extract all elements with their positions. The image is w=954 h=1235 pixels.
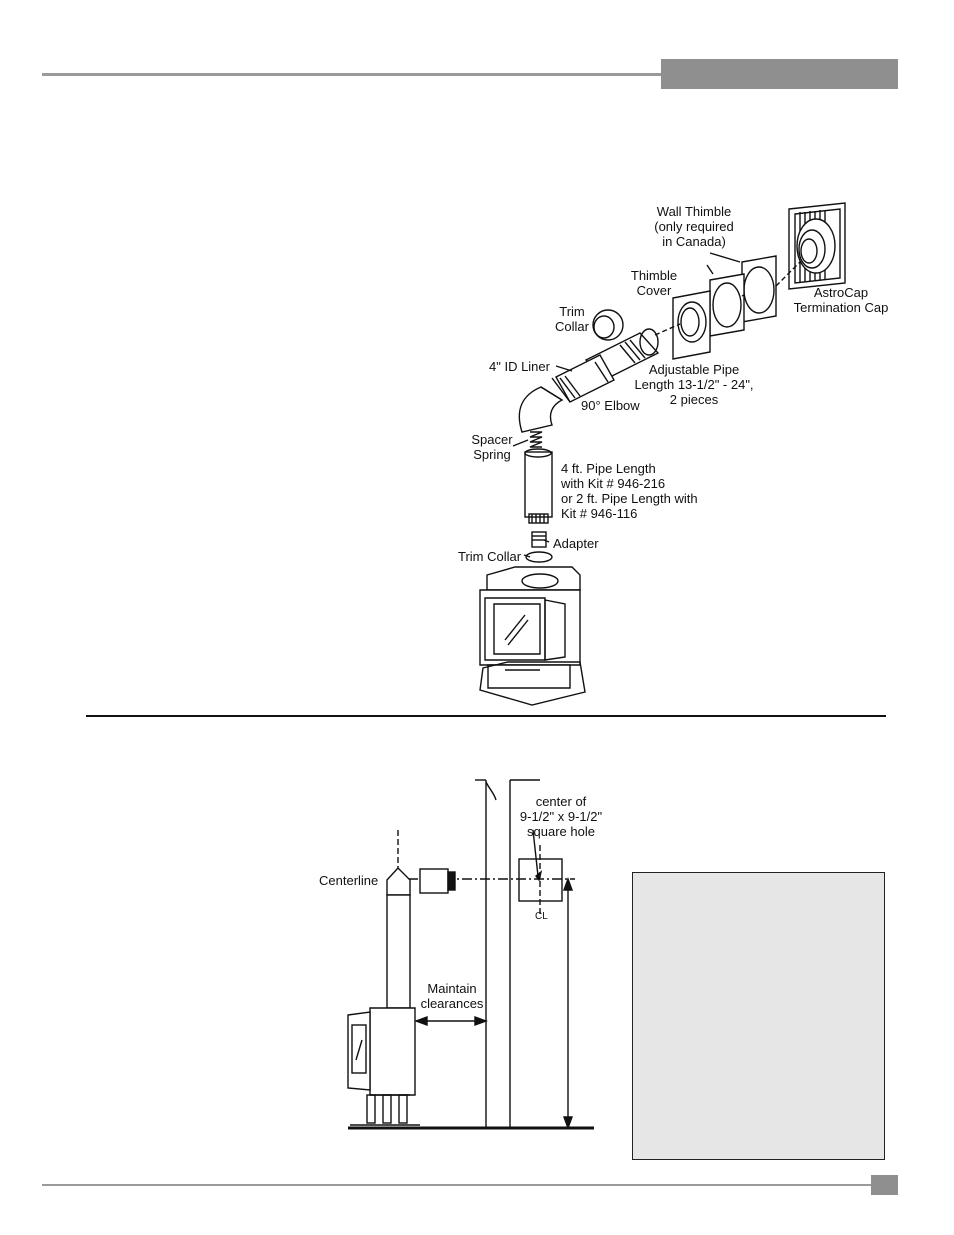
adjustable-pipe bbox=[555, 328, 660, 403]
pipe-length-label: 4 ft. Pipe Length with Kit # 946-216 or … bbox=[561, 461, 698, 521]
cl-symbol: CL bbox=[535, 911, 548, 922]
adjustable-pipe-line-2: Length 13-1/2" - 24", bbox=[634, 377, 754, 392]
clearances-line-1: Maintain bbox=[427, 981, 477, 996]
note-box bbox=[632, 872, 885, 1160]
pipe-length-line-2: with Kit # 946-216 bbox=[561, 476, 666, 491]
astrocap-label: AstroCap Termination Cap bbox=[788, 285, 894, 315]
upper-trim-collar bbox=[592, 309, 624, 341]
spacer-spring-line-2: Spring bbox=[473, 447, 511, 462]
adjustable-pipe-line-3: 2 pieces bbox=[669, 392, 719, 407]
hole-center-line-2: 9-1/2" x 9-1/2" bbox=[519, 809, 603, 824]
footer-page-tab bbox=[871, 1175, 898, 1195]
wall-thimble-line-2: (only required bbox=[654, 219, 734, 234]
spacer-spring bbox=[529, 431, 543, 448]
thimble-cover-line-1: Thimble bbox=[630, 268, 678, 283]
thimble-cover bbox=[672, 290, 711, 360]
hole-center-line-3: square hole bbox=[527, 824, 595, 839]
wall-thimble-plate-front bbox=[709, 273, 745, 337]
lower-trim-collar-label: Trim Collar bbox=[458, 549, 522, 564]
elbow-90 bbox=[518, 377, 571, 433]
wall-thimble-line-1: Wall Thimble bbox=[656, 204, 732, 219]
upper-trim-collar-label: Trim Collar bbox=[552, 304, 592, 334]
pipe-length-line-4: Kit # 946-116 bbox=[561, 506, 638, 521]
section-divider bbox=[86, 715, 886, 717]
stove-illustration bbox=[479, 566, 586, 706]
astrocap-termination-cap bbox=[788, 202, 846, 290]
adjustable-pipe-line-1: Adjustable Pipe bbox=[648, 362, 740, 377]
elbow-label: 90° Elbow bbox=[581, 398, 640, 413]
adapter bbox=[531, 531, 547, 548]
spacer-spring-line-1: Spacer bbox=[471, 432, 513, 447]
adapter-label: Adapter bbox=[553, 536, 599, 551]
thimble-cover-line-2: Cover bbox=[636, 283, 672, 298]
wall-thimble-line-3: in Canada) bbox=[662, 234, 726, 249]
spacer-spring-label: Spacer Spring bbox=[466, 432, 518, 462]
astrocap-line-1: AstroCap bbox=[813, 285, 869, 300]
centerline-label: Centerline bbox=[319, 873, 379, 888]
liner-label: 4" ID Liner bbox=[489, 359, 550, 374]
adjustable-pipe-label: Adjustable Pipe Length 13-1/2" - 24", 2 … bbox=[627, 362, 761, 407]
wall-thimble-label: Wall Thimble (only required in Canada) bbox=[646, 204, 742, 249]
lower-trim-collar bbox=[525, 551, 553, 563]
header-rule bbox=[42, 73, 662, 76]
upper-trim-collar-line-2: Collar bbox=[555, 319, 589, 334]
pipe-length-line-3: or 2 ft. Pipe Length with bbox=[561, 491, 698, 506]
astrocap-line-2: Termination Cap bbox=[793, 300, 889, 315]
clearances-line-2: clearances bbox=[420, 996, 484, 1011]
upper-trim-collar-line-1: Trim bbox=[559, 304, 585, 319]
hole-center-label: center of 9-1/2" x 9-1/2" square hole bbox=[508, 794, 614, 839]
clearances-label: Maintain clearances bbox=[418, 981, 486, 1011]
pipe-length-line-1: 4 ft. Pipe Length bbox=[561, 461, 656, 476]
header-tab bbox=[661, 59, 898, 89]
wall-thimble-plate-rear bbox=[741, 255, 777, 323]
footer-rule bbox=[42, 1184, 872, 1186]
pipe-section bbox=[524, 448, 553, 524]
thimble-cover-label: Thimble Cover bbox=[624, 268, 684, 298]
hole-center-line-1: center of bbox=[535, 794, 587, 809]
